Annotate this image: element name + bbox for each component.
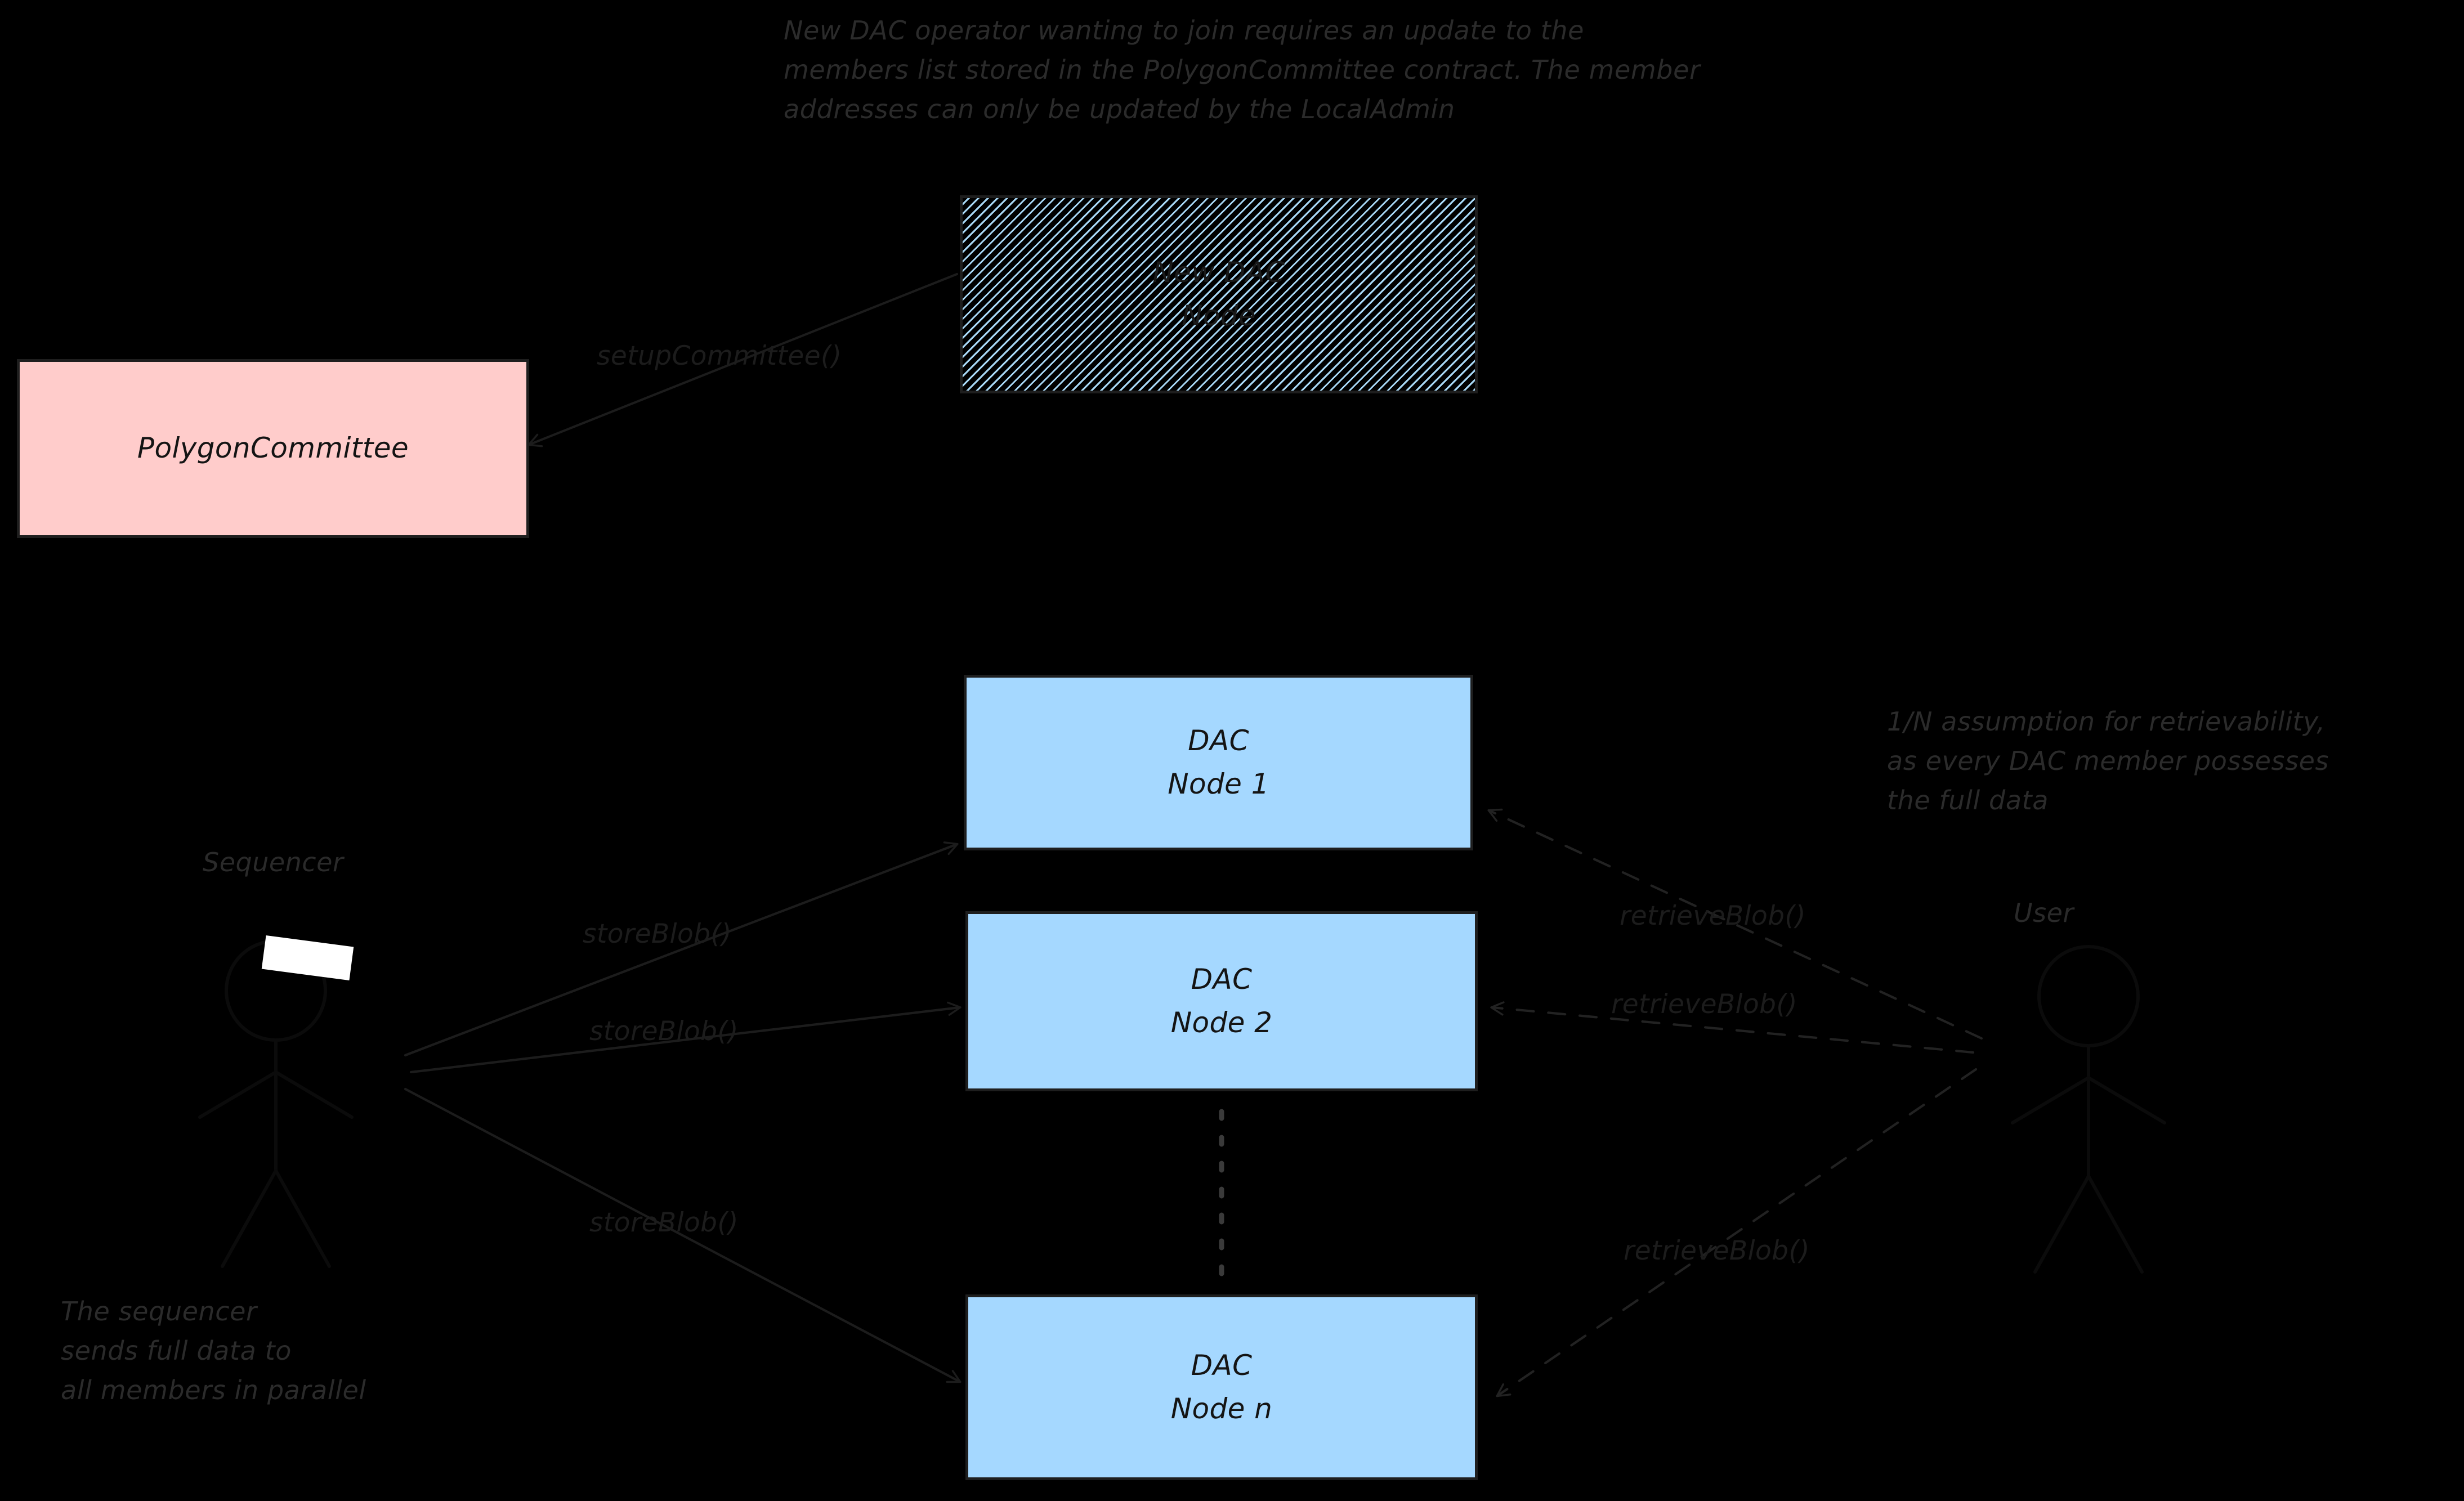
node-dac-node-1[interactable]: DAC Node 1 — [964, 675, 1473, 850]
annotation-sequencer-parallel: The sequencer sends full data to all mem… — [61, 1296, 366, 1405]
user-figure — [2011, 945, 2166, 1274]
annotation-new-dac-operator: New DAC operator wanting to join require… — [784, 15, 1701, 124]
edge-setup-committee — [527, 273, 958, 447]
sequencer-label: Sequencer — [203, 847, 344, 877]
edge-label-retrieve-blob-2: retrieveBlob() — [1611, 989, 1797, 1020]
edge-label-setup-committee: setupCommittee() — [597, 340, 842, 371]
node-polygon-committee-label: PolygonCommittee — [137, 432, 409, 465]
node-dac-node-n[interactable]: DAC Node n — [965, 1294, 1478, 1480]
node-dac-node-2[interactable]: DAC Node 2 — [965, 911, 1478, 1091]
edge-store-blob-1 — [404, 841, 959, 1057]
node-dac-node-1-label: DAC Node 1 — [1168, 724, 1269, 801]
node-polygon-committee[interactable]: PolygonCommittee — [17, 359, 529, 538]
edge-store-blob-3 — [404, 1087, 962, 1383]
edge-label-retrieve-blob-3: retrieveBlob() — [1624, 1235, 1810, 1266]
edge-label-retrieve-blob-1: retrieveBlob() — [1620, 900, 1806, 931]
node-new-dac[interactable]: New DAC Node — [960, 195, 1478, 393]
node-new-dac-label: New DAC Node — [1152, 256, 1285, 333]
node-dac-node-2-label: DAC Node 2 — [1170, 962, 1273, 1040]
edge-label-store-blob-2: storeBlob() — [589, 1016, 739, 1047]
user-label: User — [2014, 898, 2074, 928]
edge-retrieve-blob-3 — [1496, 1068, 1978, 1397]
edge-retrieve-blob-2 — [1490, 1001, 1975, 1054]
edge-label-store-blob-1: storeBlob() — [583, 918, 732, 949]
edge-label-store-blob-3: storeBlob() — [589, 1207, 739, 1238]
edge-store-blob-2 — [409, 1001, 962, 1074]
node-dac-node-n-label: DAC Node n — [1170, 1348, 1273, 1426]
sequencer-figure — [198, 939, 354, 1268]
annotation-retrievability: 1/N assumption for retrievability, as ev… — [1887, 706, 2329, 816]
edge-retrieve-blob-1 — [1487, 808, 1983, 1040]
